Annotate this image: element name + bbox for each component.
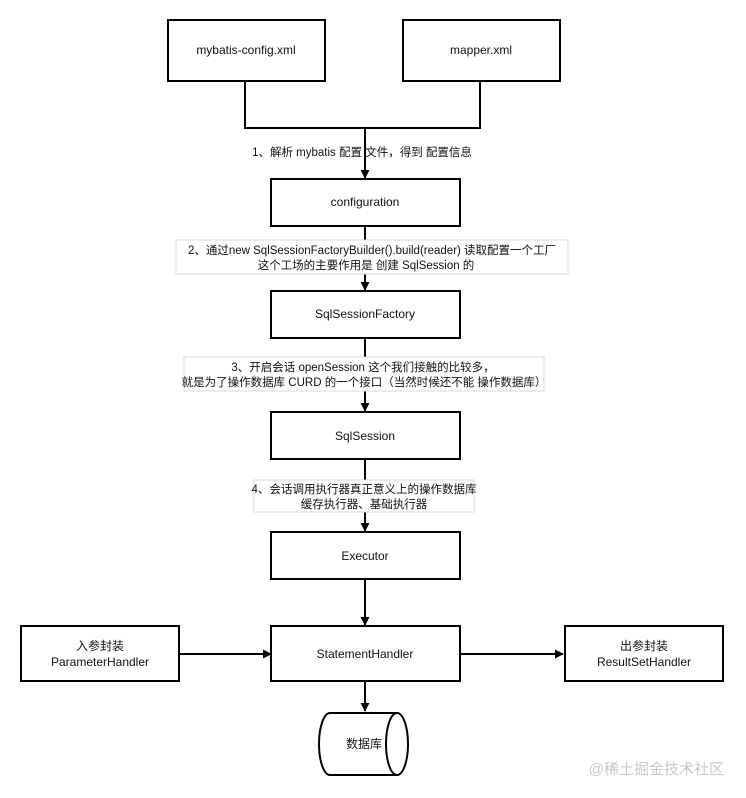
edge-label-step4: 4、会话调用执行器真正意义上的操作数据库 缓存执行器、基础执行器 — [252, 479, 477, 513]
edge-label-step3: 3、开启会话 openSession 这个我们接触的比较多， 就是为了操作数据库… — [182, 356, 547, 392]
step1-text: 1、解析 mybatis 配置 文件，得到 配置信息 — [252, 145, 472, 159]
watermark: @稀土掘金技术社区 — [589, 761, 724, 778]
node-mapper-xml: mapper.xml — [402, 19, 561, 82]
database-cylinder-end — [385, 712, 398, 776]
node-statementhandler: StatementHandler — [270, 625, 461, 682]
step3-line-1: 3、开启会话 openSession 这个我们接触的比较多， — [231, 360, 494, 374]
step3-line-2: 就是为了操作数据库 CURD 的一个接口（当然时候还不能 操作数据库） — [182, 375, 547, 389]
edge-label-step1: 1、解析 mybatis 配置 文件，得到 配置信息 — [252, 145, 472, 159]
configuration-label: configuration — [331, 195, 400, 209]
step2-line-1: 2、通过new SqlSessionFactoryBuilder().build… — [188, 243, 556, 257]
sqlsessionfactory-label: SqlSessionFactory — [315, 307, 415, 321]
step3-label-background — [183, 356, 545, 392]
resultsethandler-label-cn: 出参封装 — [620, 638, 668, 653]
node-configuration: configuration — [270, 178, 461, 227]
sqlsession-label: SqlSession — [335, 429, 395, 443]
node-sqlsession: SqlSession — [270, 411, 461, 460]
step2-line-2: 这个工场的主要作用是 创建 SqlSession 的 — [258, 258, 475, 272]
node-sqlsessionfactory: SqlSessionFactory — [270, 290, 461, 339]
database-label: 数据库 — [346, 736, 382, 751]
node-executor: Executor — [270, 531, 461, 580]
mapper-xml-label: mapper.xml — [450, 43, 512, 57]
edge-mapper-to-merge — [365, 81, 481, 129]
parameterhandler-label-en: ParameterHandler — [51, 655, 149, 669]
edge-label-step2: 2、通过new SqlSessionFactoryBuilder().build… — [175, 239, 569, 275]
connectors — [179, 81, 564, 712]
executor-label: Executor — [341, 549, 388, 563]
statementhandler-label: StatementHandler — [317, 647, 414, 661]
node-parameterhandler: 入参封装 ParameterHandler — [20, 625, 180, 682]
step4-line-2: 缓存执行器、基础执行器 — [301, 497, 428, 511]
step2-label-background — [175, 239, 569, 275]
node-resultsethandler: 出参封装 ResultSetHandler — [564, 625, 724, 682]
node-mybatis-config: mybatis-config.xml — [167, 19, 326, 82]
step4-label-background — [253, 479, 475, 513]
edge-config-to-merge — [244, 81, 365, 129]
step4-line-1: 4、会话调用执行器真正意义上的操作数据库 — [252, 482, 477, 496]
parameterhandler-label-cn: 入参封装 — [76, 638, 124, 653]
mybatis-config-label: mybatis-config.xml — [196, 43, 295, 57]
resultsethandler-label-en: ResultSetHandler — [597, 655, 691, 669]
node-database: 数据库 — [318, 712, 409, 776]
